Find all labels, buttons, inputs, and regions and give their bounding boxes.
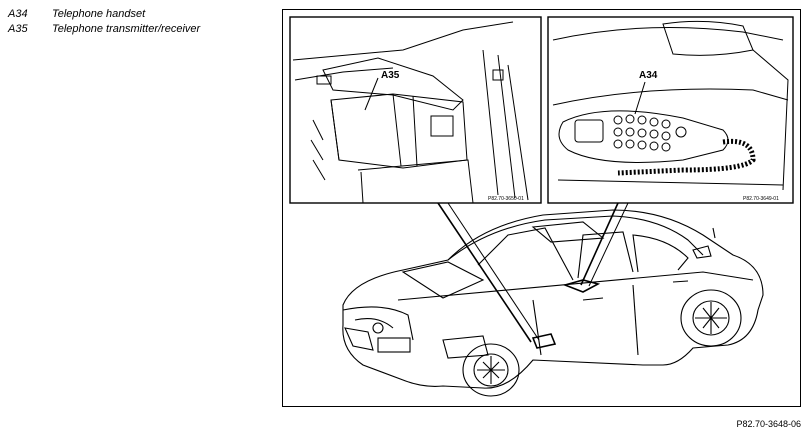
pointer-line-transmitter xyxy=(437,202,532,343)
pointer-line-handset xyxy=(580,202,619,286)
callout-label-a34: A34 xyxy=(639,70,658,81)
legend-label: Telephone transmitter/receiver xyxy=(52,23,201,35)
legend: A34 Telephone handset A35 Telephone tran… xyxy=(8,7,200,37)
diagram-frame: A35 P82.70-3650-01 A34 P82.70-3649-01 xyxy=(282,9,801,407)
diagram-illustration: A35 P82.70-3650-01 A34 P82.70-3649-01 xyxy=(289,16,794,397)
legend-item-a35: A35 Telephone transmitter/receiver xyxy=(8,22,200,37)
inset-transmitter xyxy=(289,16,542,204)
legend-item-a34: A34 Telephone handset xyxy=(8,7,200,22)
figure-code: P82.70-3648-06 xyxy=(736,419,801,429)
callout-label-a35: A35 xyxy=(381,70,400,81)
inset-figure-code-left: P82.70-3650-01 xyxy=(488,196,524,202)
inset-handset xyxy=(547,16,794,204)
legend-code: A34 xyxy=(8,8,28,20)
car-illustration xyxy=(342,209,764,397)
legend-code: A35 xyxy=(8,23,28,35)
legend-label: Telephone handset xyxy=(52,8,146,20)
inset-figure-code-right: P82.70-3649-01 xyxy=(743,196,779,202)
